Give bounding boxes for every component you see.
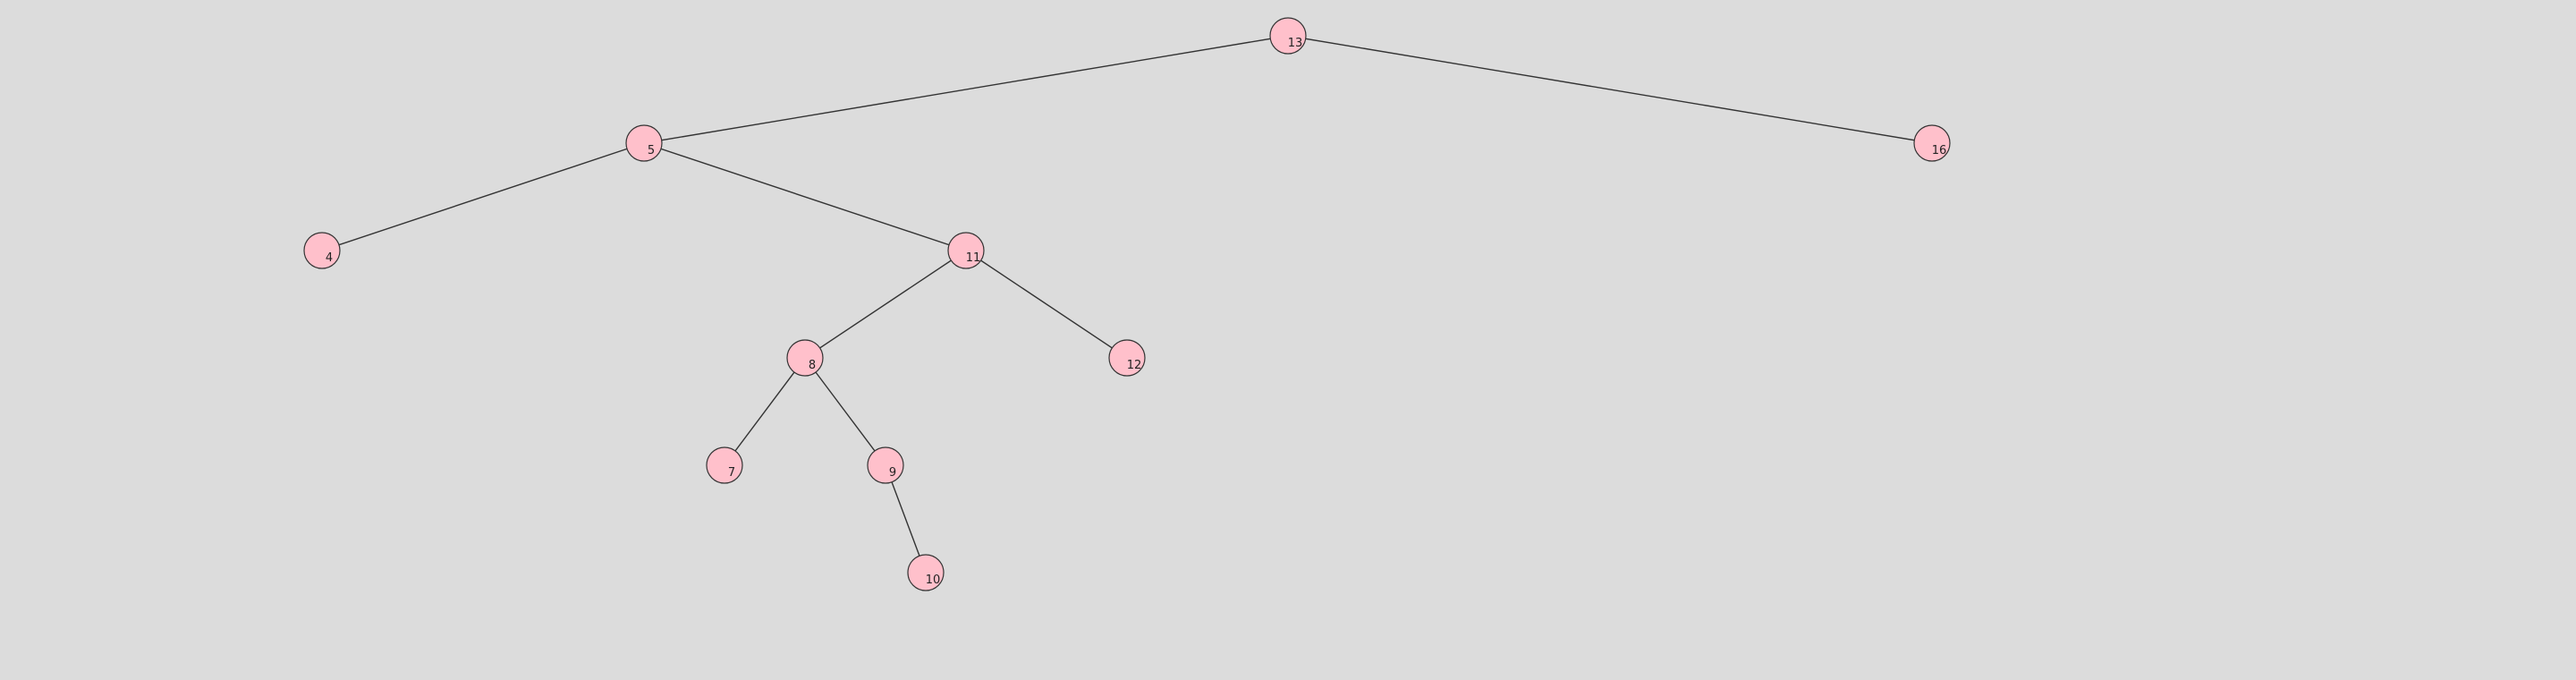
tree-node-label: 13 bbox=[1288, 37, 1303, 50]
tree-node-circle bbox=[706, 446, 743, 484]
tree-edge-9-10 bbox=[885, 464, 927, 574]
tree-node-9: 9 bbox=[867, 446, 904, 484]
tree-edge-13-16 bbox=[1287, 35, 1933, 144]
tree-edge-8-9 bbox=[804, 357, 886, 466]
tree-edge-5-4 bbox=[321, 142, 645, 251]
tree-node-label: 4 bbox=[326, 251, 333, 265]
tree-node-label: 16 bbox=[1932, 144, 1947, 157]
tree-edge-13-5 bbox=[643, 35, 1289, 144]
tree-node-10: 10 bbox=[907, 554, 945, 591]
nodes-layer: 13 5 4 11 8 7 9 10 12 16 bbox=[303, 17, 1951, 591]
tree-node-5: 5 bbox=[625, 124, 663, 162]
tree-node-4: 4 bbox=[303, 232, 341, 269]
tree-node-circle bbox=[1108, 339, 1146, 377]
tree-node-circle bbox=[1269, 17, 1307, 55]
tree-node-circle bbox=[303, 232, 341, 269]
tree-node-label: 11 bbox=[966, 251, 981, 265]
tree-node-7: 7 bbox=[706, 446, 743, 484]
tree-node-label: 9 bbox=[889, 466, 896, 480]
tree-node-13: 13 bbox=[1269, 17, 1307, 55]
tree-node-label: 7 bbox=[728, 466, 735, 480]
tree-node-circle bbox=[907, 554, 945, 591]
tree-node-circle bbox=[625, 124, 663, 162]
tree-node-12: 12 bbox=[1108, 339, 1146, 377]
tree-node-label: 5 bbox=[648, 144, 655, 157]
tree-edge-8-7 bbox=[724, 357, 806, 466]
tree-node-11: 11 bbox=[947, 232, 985, 269]
tree-node-circle bbox=[867, 446, 904, 484]
tree-node-label: 10 bbox=[926, 574, 941, 587]
tree-node-16: 16 bbox=[1913, 124, 1951, 162]
tree-node-label: 8 bbox=[809, 359, 816, 372]
edges-layer bbox=[321, 35, 1933, 574]
tree-node-circle bbox=[1913, 124, 1951, 162]
tree-edge-5-11 bbox=[643, 142, 967, 251]
tree-edge-11-12 bbox=[965, 250, 1128, 359]
tree-node-8: 8 bbox=[786, 339, 824, 377]
tree-node-label: 12 bbox=[1127, 359, 1142, 372]
tree-node-circle bbox=[786, 339, 824, 377]
tree-edge-11-8 bbox=[804, 250, 967, 359]
tree-node-circle bbox=[947, 232, 985, 269]
